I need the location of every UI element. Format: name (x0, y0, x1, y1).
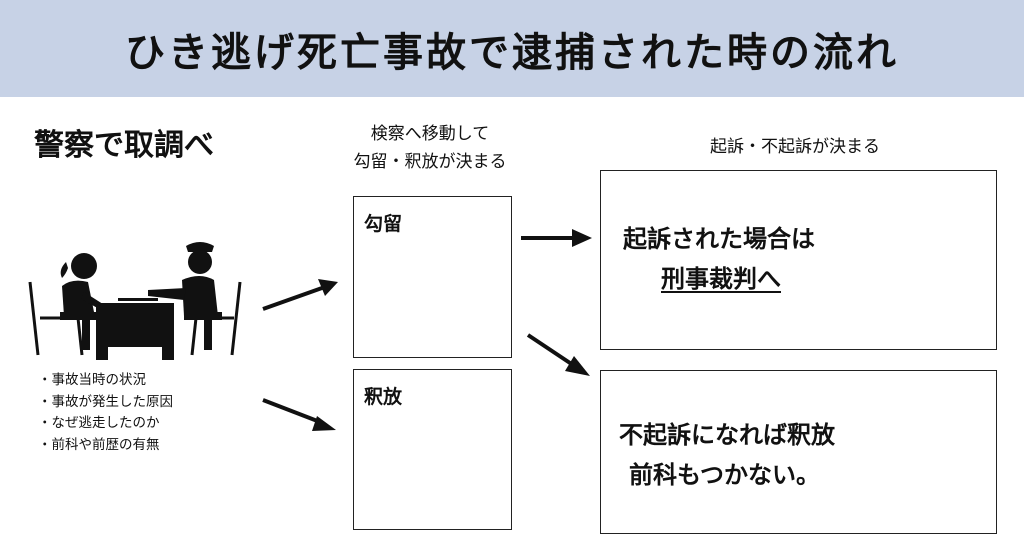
indicted-text: 起訴された場合は 刑事裁判へ (623, 219, 815, 299)
list-item: 事故が発生した原因 (38, 392, 174, 414)
detention-box: 勾留 (353, 196, 512, 358)
arrow-to-release (262, 398, 336, 431)
not-indicted-text: 不起訴になれば釈放 前科もつかない。 (619, 415, 835, 495)
step3-label: 起訴・不起訴が決まる (710, 137, 880, 157)
detention-label: 勾留 (364, 213, 403, 235)
not-indicted-box: 不起訴になれば釈放 前科もつかない。 (600, 370, 997, 534)
release-box: 釈放 (353, 369, 512, 530)
step2-label-line1: 検察へ移動して (370, 124, 490, 144)
not-indicted-line2: 前科もつかない。 (629, 461, 821, 489)
arrow-to-indicted (521, 229, 592, 247)
list-item: なぜ逃走したのか (38, 413, 173, 435)
step2-label: 検察へ移動して 勾留・釈放が決まる (325, 120, 535, 176)
not-indicted-line1: 不起訴になれば釈放 (619, 421, 835, 449)
release-label: 釈放 (364, 386, 403, 408)
interrogation-topics-list: 事故当時の状況 事故が発生した原因 なぜ逃走したのか 前科や前歴の有無 (38, 370, 174, 457)
arrow-to-not-indicted (526, 333, 590, 376)
interrogation-icon (28, 242, 242, 360)
arrow-to-detention (262, 279, 338, 311)
criminal-trial-link: 刑事裁判へ (661, 265, 781, 293)
indicted-box: 起訴された場合は 刑事裁判へ (600, 170, 997, 350)
list-item: 事故当時の状況 (38, 370, 173, 392)
indicted-line1: 起訴された場合は (623, 225, 815, 253)
step1-label: 警察で取調べ (34, 128, 214, 163)
step2-label-line2: 勾留・釈放が決まる (353, 152, 507, 172)
page-title: ひき逃げ死亡事故で逮捕された時の流れ (125, 29, 899, 76)
list-item: 前科や前歴の有無 (38, 435, 173, 457)
title-banner: ひき逃げ死亡事故で逮捕された時の流れ (0, 0, 1024, 97)
